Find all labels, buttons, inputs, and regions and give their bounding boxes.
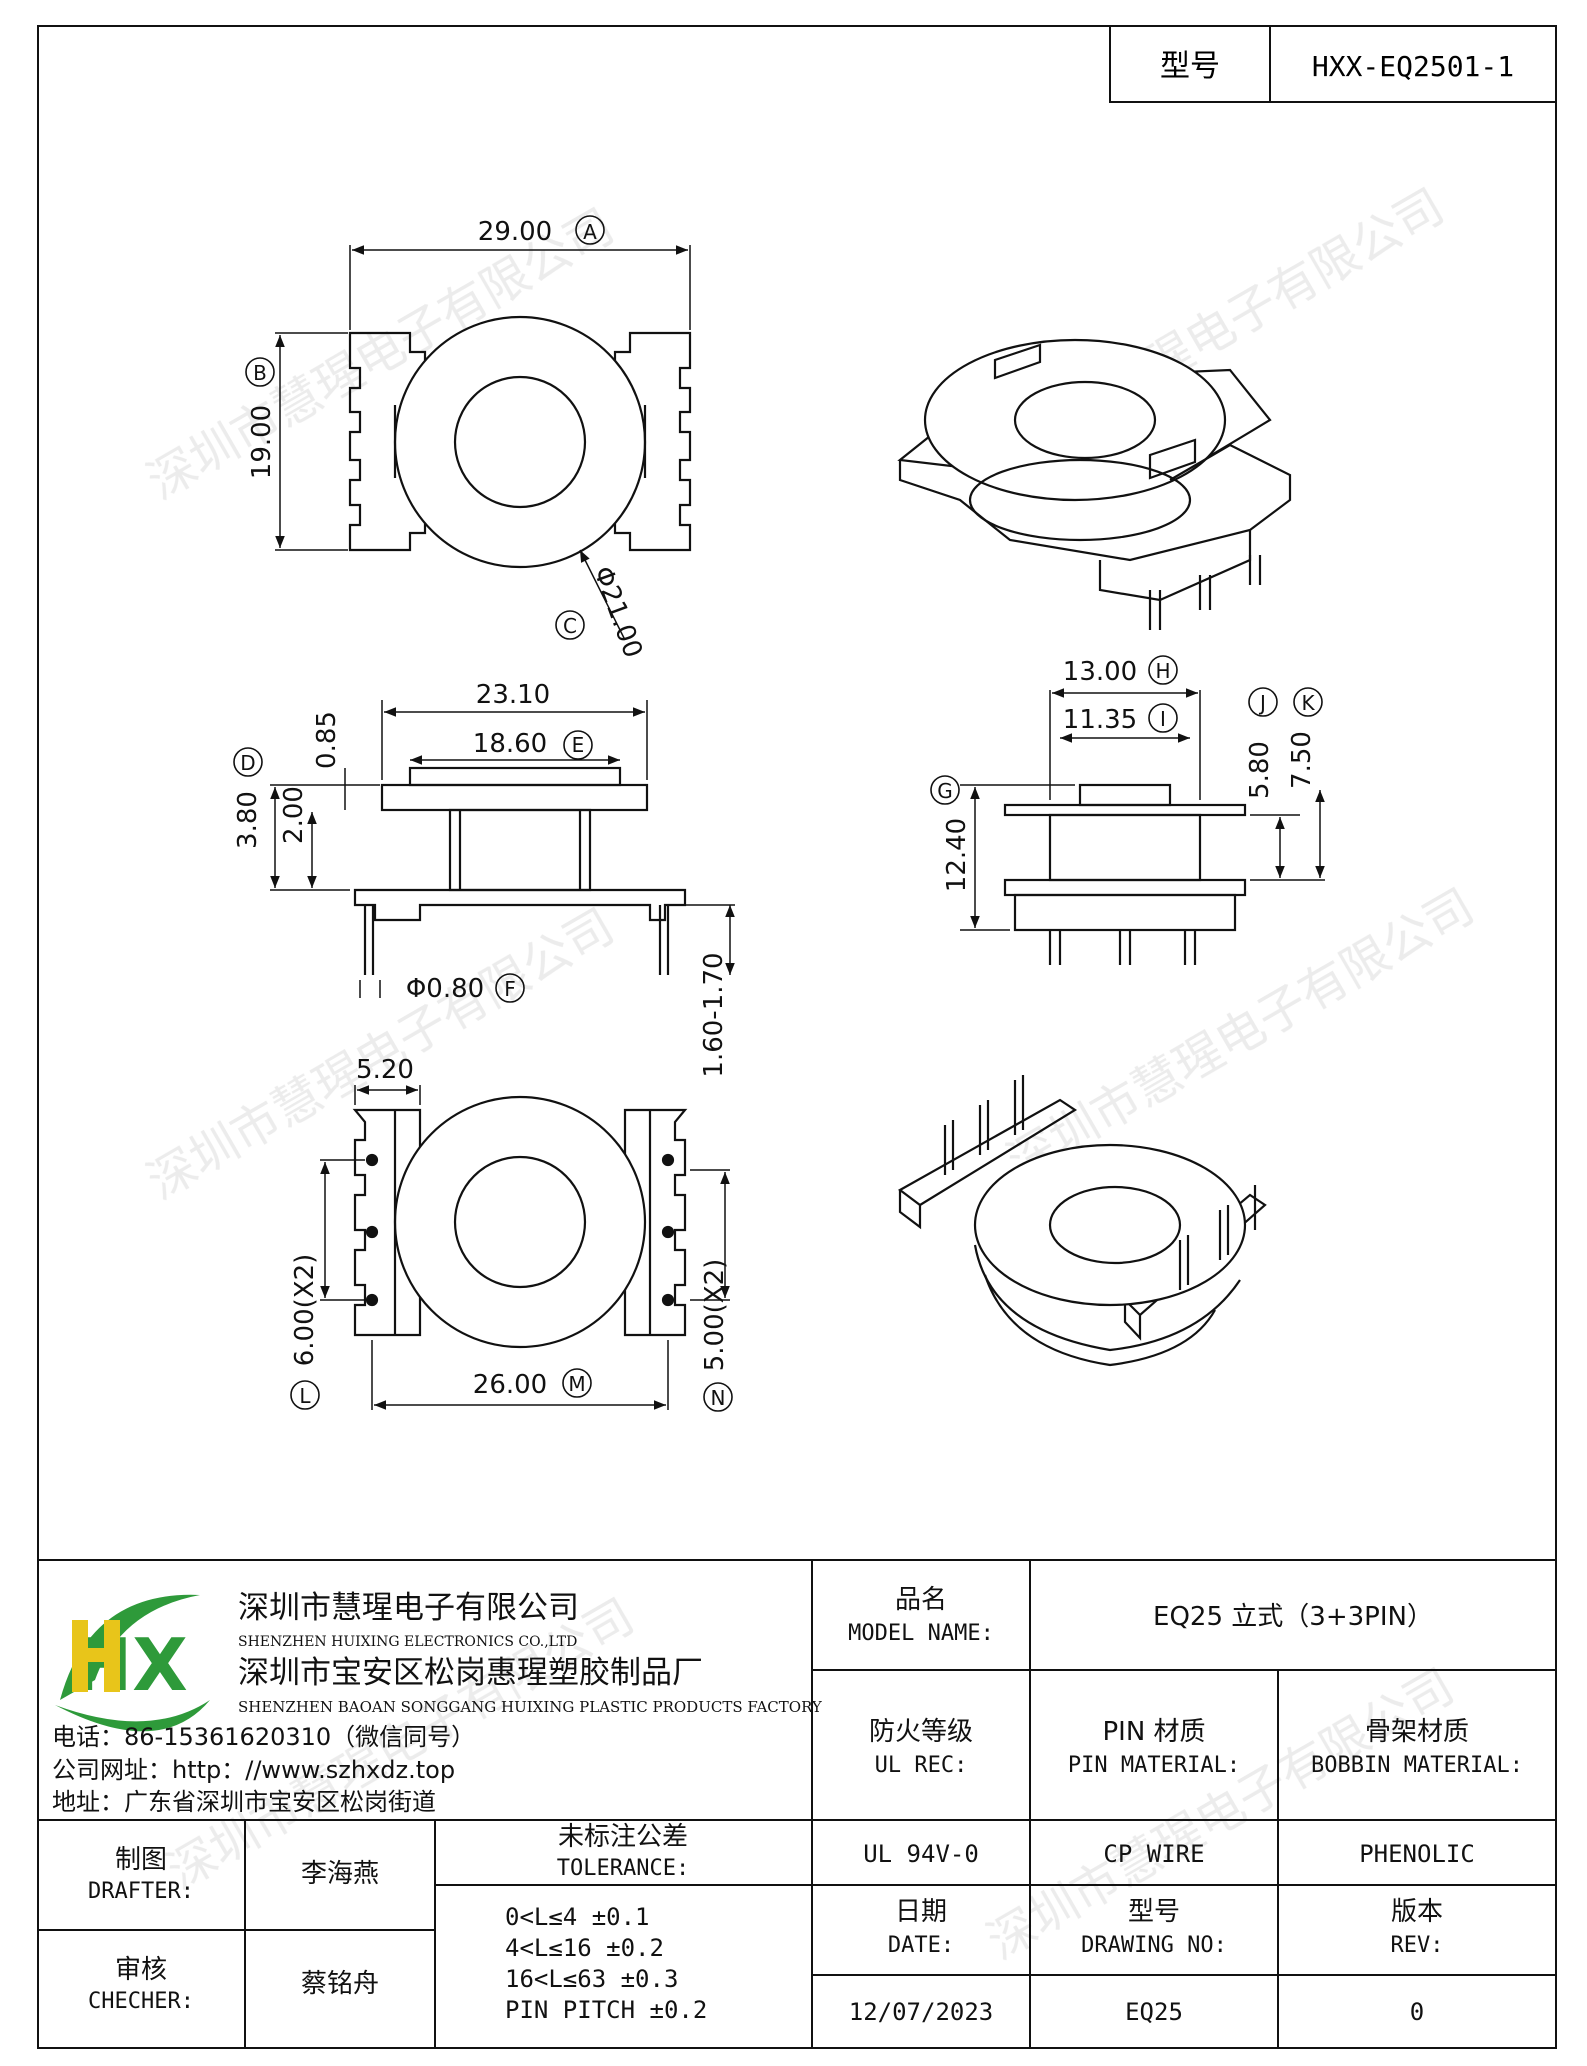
tolerance-list: 0<L≤4 ±0.1 4<L≤16 ±0.2 16<L≤63 ±0.3 PIN …	[505, 1903, 707, 2024]
dim-a-tag: A	[583, 220, 597, 244]
dim-d-tag: D	[240, 751, 255, 775]
dim-b-value: 19.00	[247, 405, 277, 479]
drawing-no-cn: 型号	[1128, 1897, 1180, 1927]
checker-cn: 审核	[115, 1955, 167, 1985]
company-address: 地址：广东省深圳市宝安区松岗街道	[52, 1788, 436, 1816]
tolerance-cn: 未标注公差	[558, 1822, 688, 1852]
dim-g-tag: G	[937, 779, 953, 803]
tolerance-line-1: 0<L≤4 ±0.1	[505, 1903, 650, 1931]
sheet-border	[37, 25, 1557, 2049]
bobbin-material-en: BOBBIN MATERIAL:	[1311, 1753, 1523, 1778]
drafter-value: 李海燕	[301, 1859, 379, 1889]
pin-material-value: CP WIRE	[1103, 1840, 1204, 1868]
bobbin-material-cn: 骨架材质	[1365, 1717, 1469, 1747]
logo-letters: HX	[72, 1623, 188, 1707]
company-name-cn: 深圳市慧瑆电子有限公司	[238, 1590, 579, 1626]
dim-j-value: 5.80	[1245, 741, 1275, 799]
pin-material-en: PIN MATERIAL:	[1068, 1753, 1240, 1778]
header-type-label: 型号	[1160, 49, 1220, 84]
dim-m-tag: M	[568, 1372, 585, 1396]
dim-l-tag: L	[299, 1384, 311, 1408]
bobbin-material-value: PHENOLIC	[1359, 1840, 1475, 1868]
pin-material-cn: PIN 材质	[1102, 1717, 1205, 1747]
tolerance-line-3: 16<L≤63 ±0.3	[505, 1965, 678, 1993]
dim-f-value: Φ0.80	[406, 974, 484, 1004]
date-en: DATE:	[888, 1933, 954, 1958]
rev-value: 0	[1410, 1998, 1424, 2026]
watermark-text-4: 深圳市慧瑆电子有限公司	[998, 878, 1483, 1191]
factory-name-cn: 深圳市宝安区松岗惠瑆塑胶制品厂	[238, 1655, 703, 1691]
dim-pin-length-value: 1.60-1.70	[699, 952, 729, 1077]
drafter-cn: 制图	[115, 1845, 167, 1875]
title-block-text: 品名 MODEL NAME: EQ25 立式（3+3PIN） 防火等级 UL R…	[88, 1585, 1523, 2026]
checker-value: 蔡铭舟	[301, 1969, 379, 1999]
dim-b-tag: B	[253, 361, 267, 385]
company-phone: 电话：86-15361620310（微信同号）	[52, 1723, 475, 1751]
model-name-cn: 品名	[895, 1585, 947, 1615]
dim-k-tag: K	[1301, 691, 1315, 715]
tolerance-en: TOLERANCE:	[557, 1856, 689, 1881]
iso-view-top	[897, 338, 1292, 630]
checker-en: CHECHER:	[88, 1989, 194, 2014]
rev-en: REV:	[1391, 1933, 1444, 1958]
dim-e-value: 18.60	[473, 729, 547, 759]
drafter-en: DRAFTER:	[88, 1879, 194, 1904]
dim-i-tag: I	[1160, 707, 1166, 731]
company-name-en: SHENZHEN HUIXING ELECTRONICS CO.,LTD	[238, 1634, 577, 1650]
company-info: 深圳市慧瑆电子有限公司 SHENZHEN HUIXING ELECTRONICS…	[52, 1590, 823, 1816]
drawing-no-value: EQ25	[1125, 1998, 1183, 2026]
model-name-value: EQ25 立式（3+3PIN）	[1153, 1602, 1433, 1632]
dim-i-value: 11.35	[1063, 705, 1137, 735]
dim-a-value: 29.00	[478, 217, 552, 247]
dim-n-value: 5.00(X2)	[700, 1259, 730, 1372]
dim-j-tag: J	[1258, 691, 1266, 715]
iso-view-bottom	[897, 1075, 1267, 1367]
tolerance-line-4: PIN PITCH ±0.2	[505, 1996, 707, 2024]
dim-c-value: Φ21.00	[587, 563, 648, 662]
tolerance-line-2: 4<L≤16 ±0.2	[505, 1934, 664, 1962]
ul-rec-en: UL REC:	[875, 1753, 968, 1778]
dimension-labels: 29.00 A 19.00 B Φ21.00 C 23.10 0.85 18.6…	[233, 217, 1317, 1410]
dim-d2-value: 2.00	[279, 786, 309, 844]
rev-cn: 版本	[1391, 1897, 1443, 1927]
side-view	[930, 655, 1325, 965]
dim-h-value: 13.00	[1063, 657, 1137, 687]
dim-m-value: 26.00	[473, 1370, 547, 1400]
dim-h-tag: H	[1155, 659, 1170, 683]
header-type-value: HXX-EQ2501-1	[1312, 50, 1514, 83]
dim-k-value: 7.50	[1287, 731, 1317, 789]
title-block-grid	[38, 1559, 1556, 2048]
drawing-no-en: DRAWING NO:	[1081, 1933, 1227, 1958]
date-value: 12/07/2023	[849, 1998, 994, 2026]
bottom-view	[290, 1085, 733, 1412]
dim-g-value: 12.40	[942, 818, 972, 892]
dim-520-value: 5.20	[356, 1055, 414, 1085]
date-cn: 日期	[895, 1897, 947, 1927]
dim-e-tag: E	[572, 733, 585, 757]
ul-rec-value: UL 94V-0	[863, 1840, 979, 1868]
dim-085-value: 0.85	[312, 711, 342, 769]
dim-f-tag: F	[504, 977, 516, 1001]
dim-n-tag: N	[711, 1386, 726, 1410]
factory-name-en: SHENZHEN BAOAN SONGGANG HUIXING PLASTIC …	[238, 1698, 823, 1716]
model-name-en: MODEL NAME:	[848, 1621, 994, 1646]
company-website: 公司网址：http：//www.szhxdz.top	[52, 1756, 455, 1784]
company-logo: HX	[55, 1594, 210, 1732]
dim-l-value: 6.00(X2)	[290, 1254, 320, 1367]
dim-2310-value: 23.10	[476, 680, 550, 710]
ul-rec-cn: 防火等级	[869, 1717, 973, 1747]
dim-d-value: 3.80	[233, 791, 263, 849]
dim-c-tag: C	[563, 614, 577, 638]
front-view	[233, 700, 735, 1003]
top-view	[245, 215, 692, 641]
header-type-box: 型号 HXX-EQ2501-1	[1109, 25, 1557, 103]
